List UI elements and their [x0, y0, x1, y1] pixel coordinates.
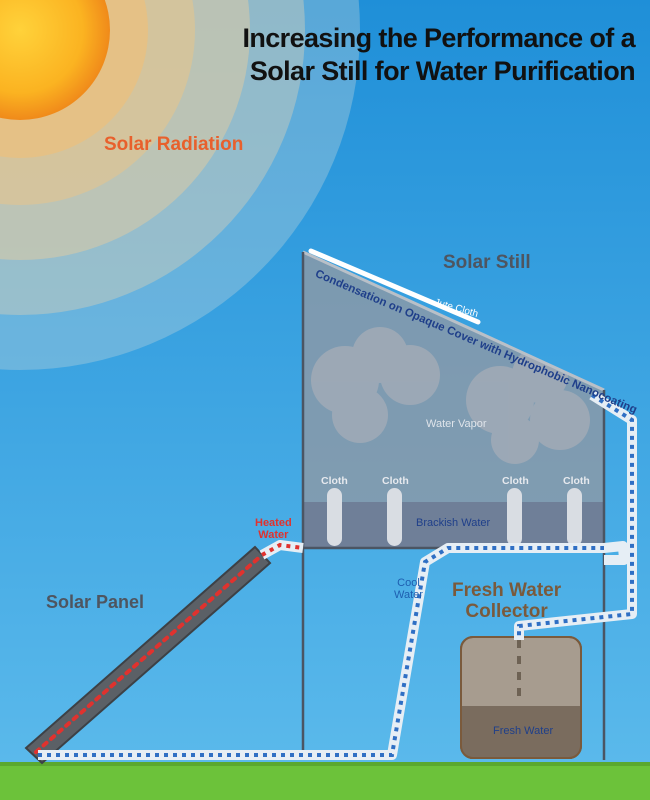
solar-still-label: Solar Still: [443, 252, 531, 273]
solar-panel-label: Solar Panel: [46, 592, 145, 612]
water-vapor-label: Water Vapor: [426, 418, 487, 430]
sun-icon: [0, 0, 110, 120]
fresh-water-collector-label: Fresh Water Collector: [452, 580, 562, 622]
title-line-2: Solar Still for Water Purification: [249, 56, 636, 86]
brackish-water-label: Brackish Water: [416, 517, 491, 529]
cloth-label: Cloth: [502, 475, 529, 487]
jute-cloth-strip: [308, 248, 481, 325]
fresh-water-pipe: [514, 390, 637, 640]
cool-water-pipe: [38, 541, 629, 760]
solar-radiation-label: Solar Radiation: [104, 134, 244, 155]
page-title: Increasing the Performance of a Solar St…: [195, 22, 635, 88]
cool-water-label: Cool Water: [394, 577, 423, 601]
cloth-label: Cloth: [563, 475, 590, 487]
cloth-label: Cloth: [321, 475, 348, 487]
solar-still-body: [301, 250, 606, 760]
fresh-water-tank: [460, 636, 582, 759]
brackish-water: [303, 502, 604, 548]
cloth-wicks: [327, 488, 582, 546]
heated-water-label: Heated Water: [255, 517, 292, 541]
fresh-water-label: Fresh Water: [493, 725, 554, 737]
cloth-label: Cloth: [382, 475, 409, 487]
ground: [0, 762, 650, 800]
solar-panel: [24, 545, 272, 765]
title-line-1: Increasing the Performance of a: [242, 23, 635, 53]
